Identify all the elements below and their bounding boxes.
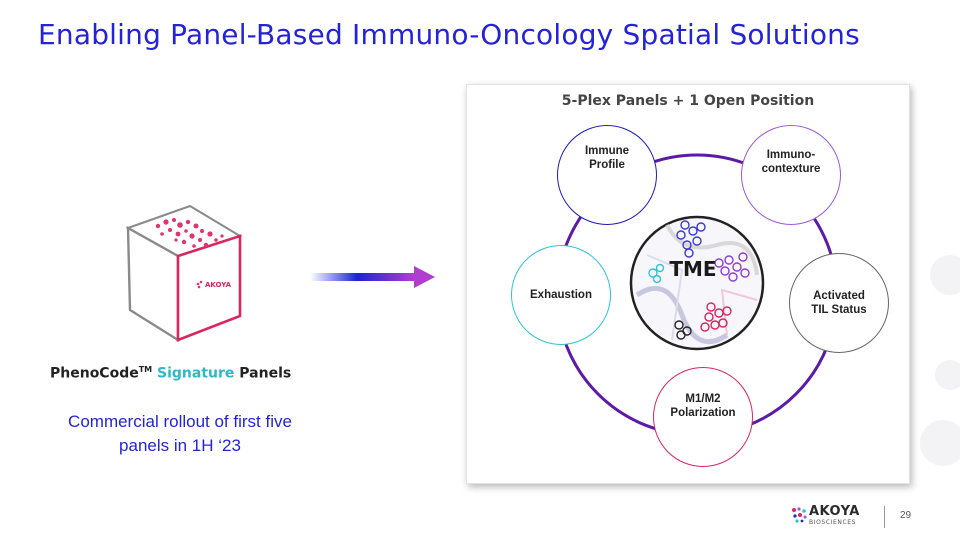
cube-icon: AKOYA [125,204,243,343]
node-exhaustion: Exhaustion [511,245,611,345]
gradient-arrow-icon [310,266,435,288]
background-bubble [930,255,960,295]
akoya-logo-icon [792,507,807,523]
node-label: Activated [813,290,865,302]
footer-divider [884,506,885,528]
tme-cell-cluster-icon [629,215,765,351]
slide-title: Enabling Panel-Based Immuno-Oncology Spa… [38,18,860,51]
node-label: Profile [589,159,625,171]
heading-rest: Panels [239,365,292,382]
diagram-graphics [555,153,839,437]
node-label: Immuno- [766,149,816,161]
rollout-description: Commercial rollout of first five panels … [68,412,292,455]
akoya-logo: AKOYA BIOSCIENCES [790,504,880,530]
heading-brand: PhenoCode [50,365,139,382]
page-number: 29 [900,510,912,521]
node-immunocontexture: Immuno- contexture [741,125,841,225]
node-activated-til-status: Activated TIL Status [789,253,889,353]
node-label: Immune [584,145,630,157]
diagram-title: 5-Plex Panels + 1 Open Position [561,93,815,109]
heading-signature: Signature [157,365,235,382]
node-label: Polarization [670,407,736,419]
node-label: Exhaustion [530,289,592,301]
background-bubble [935,360,960,390]
node-label: M1/M2 [685,393,721,405]
product-heading: PhenoCodeTM Signature Panels [50,365,330,382]
svg-text:AKOYA: AKOYA [205,281,232,289]
logo-word: AKOYA [809,504,860,519]
node-immune-profile: Immune Profile [557,125,657,225]
node-label: contexture [761,163,821,175]
node-label: TIL Status [811,304,867,316]
node-m1m2-polarization: M1/M2 Polarization [653,367,753,467]
logo-subtitle: BIOSCIENCES [809,519,857,526]
diagram-panel: 5-Plex Panels + 1 Open Position [466,84,910,484]
panel-kit-cube: AKOYA [118,198,258,348]
background-bubble [920,420,960,466]
gradient-arrow [310,265,435,289]
trademark-mark: TM [138,365,153,374]
tme-label: TME [669,257,717,281]
